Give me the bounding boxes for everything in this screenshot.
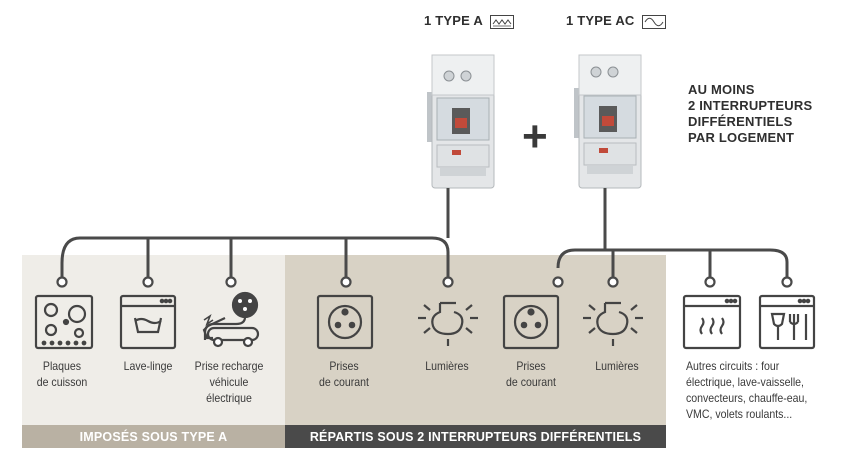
repartis-bar: RÉPARTIS SOUS 2 INTERRUPTEURS DIFFÉRENTI… [285,425,666,448]
breaker-type-ac-device [574,54,642,189]
light-bulb-icon [418,301,478,346]
requirement-note: AU MOINS 2 INTERRUPTEURS DIFFÉRENTIELS P… [688,82,812,146]
label-line: électrique, lave-vaisselle, [686,375,804,389]
washing-machine-icon [119,294,177,350]
type-a-heading: 1 TYPE A [424,13,515,29]
type-a-label: 1 TYPE A [424,13,483,28]
plus-sign: + [522,112,548,161]
label-lumieres-2: Lumières [580,358,654,374]
type-ac-label: 1 TYPE AC [566,13,635,28]
label-line: Lumières [595,359,639,373]
note-line-4: PAR LOGEMENT [688,130,795,145]
label-prises-2: Prises de courant [494,358,568,390]
repartis-panel [285,255,666,448]
label-autres: Autres circuits : four électrique, lave-… [686,358,827,422]
terminal-circles [56,276,793,288]
note-line-2: 2 INTERRUPTEURS [688,98,813,113]
label-line: de cuisson [36,375,88,389]
type-a-panel [22,255,285,448]
label-line: de courant [319,375,369,389]
light-bulb-icon [583,301,643,346]
type-a-wave-icon [490,14,515,29]
type-ac-heading: 1 TYPE AC [566,13,667,29]
label-line: électrique [206,391,252,405]
label-lumieres-1: Lumières [410,358,484,374]
label-plaques: Plaques de cuisson [27,358,97,390]
label-line: Prises [516,359,546,373]
label-line: Lave-linge [123,359,173,373]
label-lave-linge: Lave-linge [113,358,183,374]
socket-icon [502,294,560,350]
feed-lines [60,188,789,278]
dishwasher-icon [758,294,816,350]
label-line: Prise recharge [194,359,264,373]
cooktop-icon [34,294,94,350]
repartis-bar-label: RÉPARTIS SOUS 2 INTERRUPTEURS DIFFÉRENTI… [309,429,642,444]
label-line: Prises [329,359,359,373]
label-line: Plaques [42,359,82,373]
type-ac-wave-icon [642,14,667,29]
label-line: VMC, volets roulants... [686,407,793,421]
note-line-3: DIFFÉRENTIELS [688,114,793,129]
oven-icon [682,294,742,350]
label-line: de courant [506,375,556,389]
ev-charger-icon [202,291,260,348]
note-line-1: AU MOINS [688,82,755,97]
label-prises-1: Prises de courant [307,358,381,390]
label-line: véhicule [209,375,249,389]
type-a-bar-label: IMPOSÉS SOUS TYPE A [79,429,228,444]
socket-icon [316,294,374,350]
label-line: convecteurs, chauffe-eau, [686,391,808,405]
breaker-type-a-device [427,54,495,189]
label-line: Autres circuits : four [686,359,780,373]
label-recharge: Prise recharge véhicule électrique [189,358,268,406]
label-line: Lumières [425,359,469,373]
type-a-bar: IMPOSÉS SOUS TYPE A [22,425,285,448]
